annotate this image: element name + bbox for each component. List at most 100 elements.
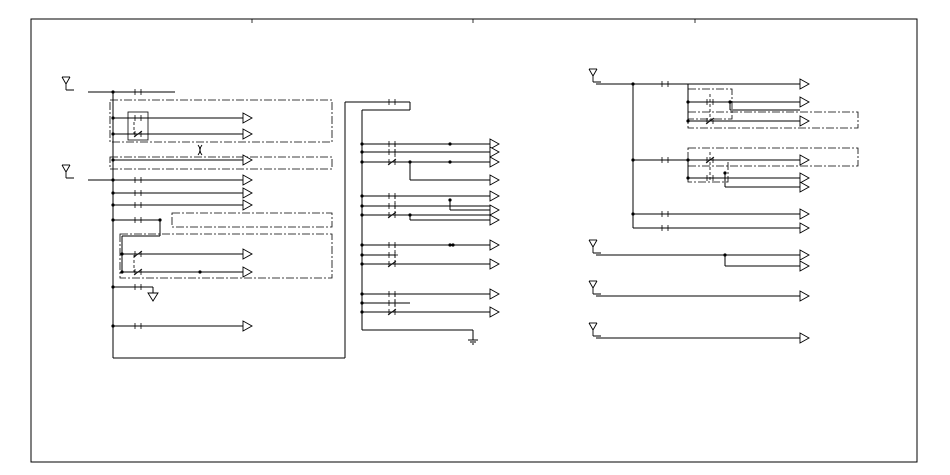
- normally-closed-contact-icon: [385, 308, 399, 316]
- junction-dot: [120, 270, 124, 274]
- output-arrow-icon: [242, 187, 253, 199]
- junction-dot: [111, 90, 115, 94]
- normally-closed-contact-icon: [131, 130, 145, 138]
- output-arrow-icon: [799, 78, 810, 90]
- output-arrow-icon: [242, 266, 253, 278]
- junction-dots: [111, 82, 732, 328]
- junction-dot: [408, 213, 412, 217]
- junction-dot: [631, 158, 635, 162]
- output-arrow-icon: [799, 332, 810, 344]
- normally-closed-contact-icon: [385, 211, 399, 219]
- dashed-group-box: [109, 156, 333, 170]
- output-arrow-icon: [489, 190, 500, 202]
- junction-dot: [360, 142, 364, 146]
- misc-symbols: [197, 144, 478, 345]
- junction-dot: [360, 292, 364, 296]
- antenna-inputs: [61, 68, 601, 337]
- junction-dot: [686, 176, 690, 180]
- junction-dot: [723, 171, 727, 175]
- antenna-icon: [61, 164, 71, 179]
- dashed-group-box: [687, 159, 729, 183]
- output-arrow-icon: [242, 199, 253, 211]
- output-arrow-icon: [242, 154, 253, 166]
- junction-dot: [408, 160, 412, 164]
- output-arrow-icon: [799, 115, 810, 127]
- dashed-group-box: [119, 233, 333, 279]
- junction-dot: [448, 160, 452, 164]
- antenna-icon: [588, 239, 598, 254]
- junction-dot: [111, 132, 115, 136]
- junction-dot: [448, 243, 452, 247]
- output-arrow-icon: [799, 181, 810, 193]
- output-arrow-icon: [799, 208, 810, 220]
- junction-dot: [360, 301, 364, 305]
- output-arrows: [147, 78, 810, 344]
- wires: [88, 83, 800, 359]
- dashed-group-box: [687, 111, 859, 129]
- output-arrow-icon: [799, 154, 810, 166]
- normally-closed-contact-icon: [385, 260, 399, 268]
- junction-dot: [448, 198, 452, 202]
- junction-dot: [111, 191, 115, 195]
- junction-dot: [111, 203, 115, 207]
- junction-dot: [686, 119, 690, 123]
- junction-dot: [158, 218, 162, 222]
- output-arrow-icon: [489, 214, 500, 226]
- junction-dot: [360, 204, 364, 208]
- junction-dot: [360, 310, 364, 314]
- antenna-icon: [588, 280, 598, 295]
- junction-dot: [360, 253, 364, 257]
- output-arrow-icon: [489, 258, 500, 270]
- output-arrow-icon: [799, 249, 810, 261]
- junction-dot: [360, 150, 364, 154]
- junction-dot: [686, 100, 690, 104]
- output-arrow-icon: [242, 174, 253, 186]
- down-arrow-icon: [147, 292, 159, 302]
- output-arrow-icon: [242, 320, 253, 332]
- junction-dot: [451, 243, 455, 247]
- junction-dot: [111, 218, 115, 222]
- junction-dot: [723, 253, 727, 257]
- junction-dot: [120, 252, 124, 256]
- output-arrow-icon: [489, 174, 500, 186]
- junction-dot: [111, 285, 115, 289]
- junction-dot: [631, 212, 635, 216]
- junction-dot: [360, 243, 364, 247]
- output-arrow-icon: [799, 172, 810, 184]
- junction-dot: [111, 178, 115, 182]
- junction-dot: [111, 116, 115, 120]
- junction-dot: [686, 158, 690, 162]
- junction-dot: [111, 158, 115, 162]
- junction-dot: [728, 100, 732, 104]
- junction-dot: [360, 213, 364, 217]
- output-arrow-icon: [489, 146, 500, 158]
- output-arrow-icon: [489, 239, 500, 251]
- output-arrow-icon: [799, 222, 810, 234]
- junction-dot: [360, 194, 364, 198]
- junction-dot: [360, 160, 364, 164]
- normally-closed-contact-icon: [385, 158, 399, 166]
- output-arrow-icon: [489, 204, 500, 216]
- output-arrow-icon: [489, 156, 500, 168]
- output-arrow-icon: [242, 248, 253, 260]
- junction-dot: [631, 82, 635, 86]
- antenna-icon: [588, 68, 598, 83]
- junction-dot: [111, 324, 115, 328]
- output-arrow-icon: [799, 290, 810, 302]
- output-arrow-icon: [799, 260, 810, 272]
- antenna-icon: [61, 76, 71, 91]
- junction-dot: [360, 262, 364, 266]
- dashed-group-box: [171, 212, 333, 228]
- junction-dot: [198, 270, 202, 274]
- output-arrow-icon: [242, 112, 253, 124]
- output-arrow-icon: [799, 96, 810, 108]
- output-arrow-icon: [489, 138, 500, 150]
- junction-dot: [448, 142, 452, 146]
- coupling-icon: [197, 144, 203, 156]
- output-arrow-icon: [489, 306, 500, 318]
- normally-closed-contact-icon: [131, 268, 145, 276]
- output-arrow-icon: [242, 128, 253, 140]
- relay-box: [127, 111, 149, 141]
- dashed-group-box: [687, 147, 859, 167]
